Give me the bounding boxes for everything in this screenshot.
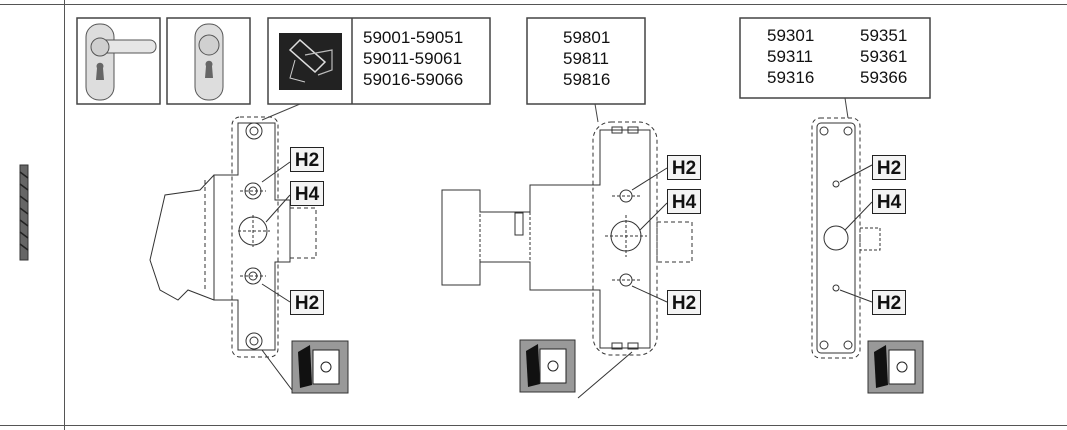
group1-codes: 59001-59051 59011-59061 59016-59066 <box>363 27 463 90</box>
code-line: 59351 <box>860 26 908 45</box>
drill-bit-icon <box>19 164 29 261</box>
bottom-border <box>0 425 1067 426</box>
tag-h2-bottom-3: H2 <box>872 290 906 315</box>
tag-h2-top-1: H2 <box>290 147 324 172</box>
code-line: 59301 <box>767 26 815 45</box>
top-border <box>0 4 1067 5</box>
mounting-plate-icon-1 <box>291 340 349 394</box>
lock-plate-3 <box>811 117 881 359</box>
code-line: 59366 <box>860 68 908 87</box>
tag-h2-top-3: H2 <box>872 155 906 180</box>
group3-codes-right: 59351 59361 59366 <box>860 25 907 88</box>
lock-plate-2 <box>441 121 693 399</box>
code-line: 59001-59051 <box>363 28 464 47</box>
code-line: 59311 <box>767 47 814 66</box>
tag-h4-2: H4 <box>667 189 701 214</box>
code-line: 59811 <box>563 49 610 68</box>
tag-h2-bottom-2: H2 <box>667 290 701 315</box>
mounting-plate-icon-3 <box>867 340 924 394</box>
code-line: 59316 <box>767 68 815 87</box>
code-line: 59816 <box>563 70 611 89</box>
tag-h4-3: H4 <box>872 189 906 214</box>
group3-codes-left: 59301 59311 59316 <box>767 25 814 88</box>
mounting-plate-icon-2 <box>519 339 576 393</box>
code-line: 59801 <box>563 28 611 47</box>
escutcheon-icon <box>166 17 251 105</box>
tag-h2-top-2: H2 <box>667 155 701 180</box>
drill-template-icon <box>279 33 342 90</box>
lock-plate-1 <box>149 116 317 391</box>
code-line: 59361 <box>860 47 908 66</box>
tag-h4-1: H4 <box>290 181 324 206</box>
code-line: 59016-59066 <box>363 70 464 89</box>
tag-h2-bottom-1: H2 <box>290 290 324 315</box>
group2-codes: 59801 59811 59816 <box>563 27 610 90</box>
column-divider <box>64 0 65 430</box>
code-line: 59011-59061 <box>363 49 462 68</box>
lever-handle-icon <box>76 17 161 105</box>
